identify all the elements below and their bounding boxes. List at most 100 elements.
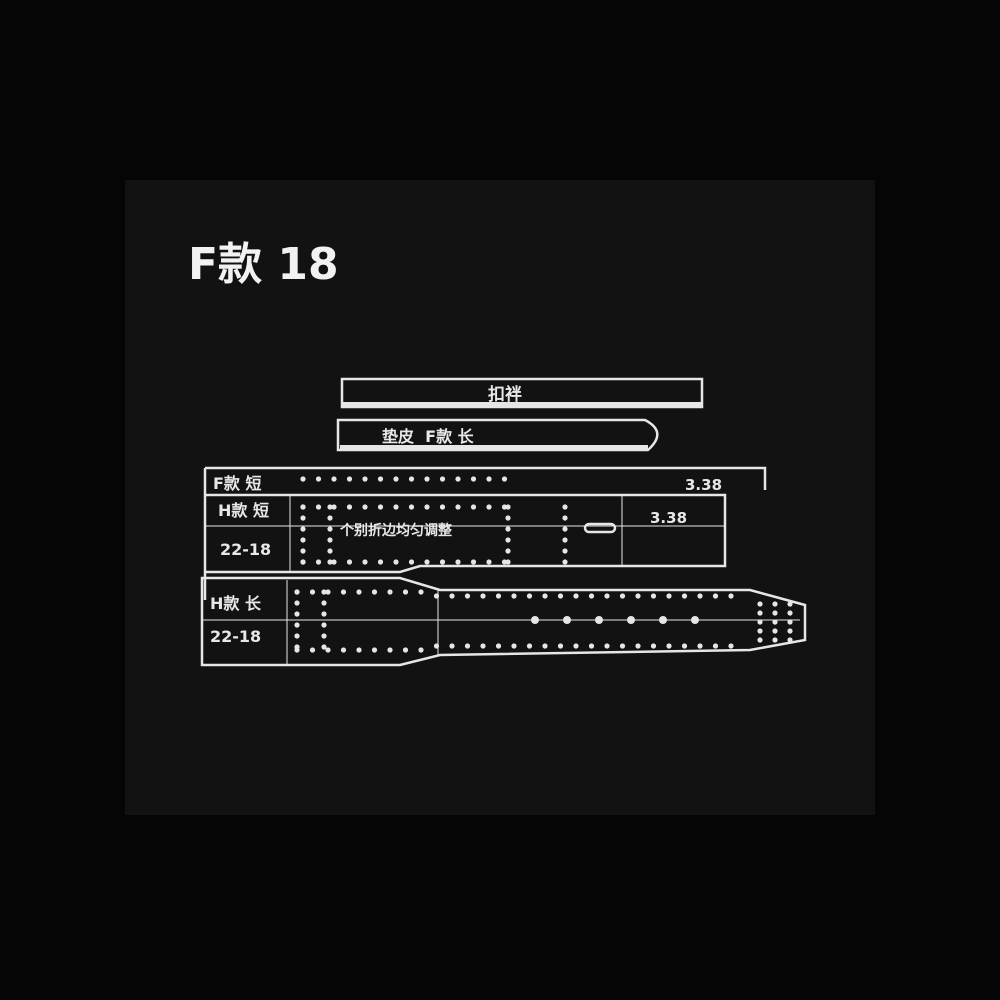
- stitch-hole: [531, 616, 539, 624]
- stitch-hole: [424, 504, 430, 510]
- stitch-hole: [505, 537, 511, 543]
- stitch-hole: [757, 601, 763, 607]
- stitch-hole: [300, 504, 306, 510]
- stitch-hole: [346, 476, 353, 482]
- stitch-hole: [772, 619, 778, 625]
- stitch-hole: [772, 601, 778, 607]
- stitch-holes: [294, 476, 793, 653]
- stitch-hole: [787, 628, 793, 634]
- stitch-hole: [327, 548, 333, 554]
- stitch-hole: [604, 593, 610, 599]
- stitch-hole: [315, 476, 322, 482]
- stitch-hole: [418, 589, 424, 595]
- stitch-hole: [562, 504, 568, 510]
- stitch-hole: [787, 637, 793, 643]
- stitch-hole: [772, 637, 778, 643]
- stitch-hole: [787, 601, 793, 607]
- stitch-hole: [300, 548, 306, 554]
- f-short-label: F款 短: [213, 474, 262, 493]
- stitch-hole: [562, 526, 568, 532]
- stitch-hole: [480, 643, 486, 649]
- stitch-hole: [573, 593, 579, 599]
- stitch-hole: [402, 589, 409, 595]
- stitch-hole: [627, 616, 635, 624]
- stitch-hole: [439, 504, 446, 510]
- stitch-hole: [455, 559, 461, 565]
- stitch-hole: [321, 633, 327, 639]
- stitch-hole: [635, 643, 641, 649]
- stitch-hole: [455, 504, 461, 510]
- stitch-hole: [697, 593, 703, 599]
- stitch-hole: [346, 559, 353, 565]
- stitch-hole: [331, 504, 337, 510]
- stitch-hole: [300, 515, 306, 521]
- stitch-hole: [505, 515, 511, 521]
- stitch-hole: [757, 619, 763, 625]
- stitch-hole: [321, 600, 327, 606]
- stitch-hole: [300, 476, 306, 482]
- stitch-hole: [787, 619, 793, 625]
- stitch-hole: [505, 559, 511, 565]
- stitch-hole: [300, 526, 306, 532]
- stitch-hole: [300, 537, 306, 543]
- stitch-hole: [697, 643, 703, 649]
- stitch-hole: [327, 559, 333, 565]
- stitch-hole: [470, 559, 477, 565]
- stitch-hole: [619, 593, 626, 599]
- h-long-template: [200, 576, 807, 667]
- stitch-hole: [327, 526, 333, 532]
- f-short-template: [205, 466, 767, 490]
- keeper-label: 扣袢: [488, 384, 522, 405]
- stitch-hole: [772, 610, 778, 616]
- stitch-hole: [331, 559, 337, 565]
- stitch-hole: [408, 504, 415, 510]
- stitch-hole: [486, 504, 492, 510]
- stitch-hole: [526, 643, 533, 649]
- stitch-hole: [377, 476, 384, 482]
- stitch-hole: [321, 589, 327, 595]
- stitch-hole: [418, 647, 424, 653]
- stitch-hole: [294, 622, 300, 628]
- stitch-hole: [439, 559, 446, 565]
- h-short-size: 3.38: [650, 509, 687, 527]
- stitch-hole: [331, 476, 337, 482]
- h-short-note: 个别折边均匀调整: [339, 522, 453, 539]
- stitch-hole: [464, 593, 471, 599]
- stitch-hole: [294, 644, 300, 650]
- stitch-hole: [562, 537, 568, 543]
- h-short-label: H款 短: [218, 501, 269, 520]
- stitch-hole: [340, 589, 347, 595]
- stitch-hole: [787, 610, 793, 616]
- stitch-hole: [757, 610, 763, 616]
- stitch-hole: [635, 593, 641, 599]
- stitch-hole: [757, 628, 763, 634]
- stitch-hole: [557, 643, 564, 649]
- stitch-hole: [433, 643, 440, 649]
- stitch-hole: [294, 633, 300, 639]
- stitch-hole: [470, 476, 477, 482]
- stitch-hole: [315, 559, 322, 565]
- stitch-hole: [325, 589, 331, 595]
- stitch-hole: [309, 589, 316, 595]
- stitch-hole: [505, 526, 511, 532]
- stitch-hole: [402, 647, 409, 653]
- stitch-hole: [681, 593, 688, 599]
- stitch-hole: [449, 643, 455, 649]
- stitch-hole: [486, 559, 492, 565]
- stitch-hole: [387, 647, 393, 653]
- stitch-hole: [691, 616, 699, 624]
- stitch-hole: [563, 616, 571, 624]
- product-title: F款 18: [188, 239, 339, 290]
- stitch-hole: [387, 589, 393, 595]
- stitch-hole: [505, 504, 511, 510]
- h-long-code: 22-18: [210, 627, 261, 646]
- stitch-hole: [573, 643, 579, 649]
- stitch-hole: [542, 643, 548, 649]
- stitch-hole: [681, 643, 688, 649]
- stitch-hole: [408, 559, 415, 565]
- stitch-hole: [346, 504, 353, 510]
- stitch-hole: [294, 600, 300, 606]
- stitch-hole: [505, 548, 511, 554]
